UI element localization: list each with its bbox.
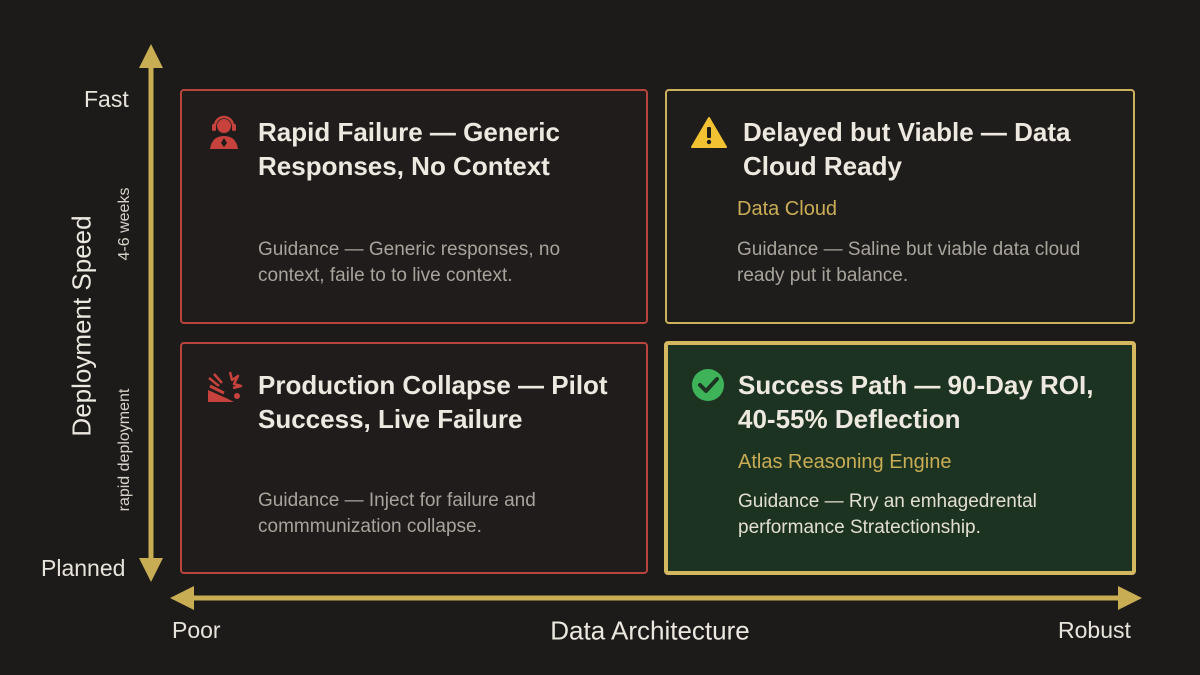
quadrant-title: Success Path — 90-Day ROI, 40-55% Deflec… [738, 370, 1094, 434]
y-axis-arrow-up [139, 44, 163, 68]
y-axis-bottom-label: Planned [41, 555, 126, 581]
x-axis-arrow-right [1118, 586, 1142, 610]
quadrant-success-path: Success Path — 90-Day ROI, 40-55% Deflec… [664, 341, 1136, 575]
x-axis-left-label: Poor [172, 617, 221, 643]
quadrant-guidance: Guidance — Rry an emhagedrental performa… [738, 491, 1037, 538]
y-axis-arrow-down [139, 558, 163, 582]
y-axis-top-label: Fast [84, 86, 129, 112]
y-axis-sub-lower: rapid deployment [116, 388, 133, 512]
collapse-icon [208, 371, 243, 402]
check-circle-icon [692, 369, 724, 401]
quadrant-delayed-viable: Delayed but Viable — Data Cloud Ready Da… [665, 89, 1135, 324]
quadrant-title: Delayed but Viable — Data Cloud Ready [743, 117, 1071, 181]
x-axis-arrow-left [170, 586, 194, 610]
quadrant-subtitle: Data Cloud [737, 198, 838, 220]
quadrant-guidance: Guidance — Saline but viable data cloud … [737, 239, 1081, 286]
support-agent-icon [210, 115, 238, 149]
quadrant-rapid-failure: Rapid Failure — Generic Responses, No Co… [180, 89, 648, 324]
quadrant-guidance: Guidance — Inject for failure and commmu… [258, 490, 536, 537]
x-axis-title: Data Architecture [550, 615, 750, 646]
x-axis-right-label: Robust [1058, 617, 1131, 643]
quadrant-title: Rapid Failure — Generic Responses, No Co… [258, 117, 560, 181]
quadrant-production-collapse: Production Collapse — Pilot Success, Liv… [180, 342, 648, 574]
quadrant-guidance: Guidance — Generic responses, no context… [258, 239, 561, 286]
y-axis-title: Deployment Speed [66, 215, 97, 437]
quadrant-title: Production Collapse — Pilot Success, Liv… [258, 370, 608, 434]
quadrant-subtitle: Atlas Reasoning Engine [738, 451, 952, 473]
warning-icon [691, 117, 727, 148]
y-axis-sub-upper: 4-6 weeks [116, 187, 133, 261]
